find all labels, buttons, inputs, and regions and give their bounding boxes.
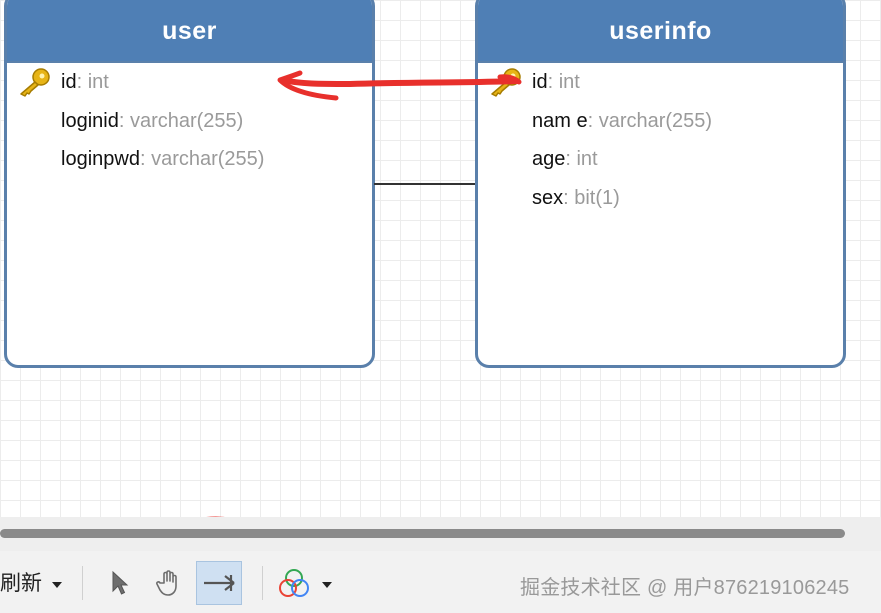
primary-key-icon [491,68,521,97]
field-name: loginid [61,109,119,132]
pointer-icon [112,570,129,595]
field-name: nam e [532,109,588,132]
toolbar-separator [262,566,263,600]
field-name: loginpwd [61,148,140,170]
watermark: 掘金技术社区 @ 用户876219106245 [520,577,850,599]
refresh-button[interactable]: 刷新 [0,572,42,595]
field-row[interactable]: sex: bit(1) [478,179,843,218]
field-name: sex [532,186,564,209]
field-type: : int [565,148,598,170]
venn-tool-button[interactable] [272,561,316,605]
field-name: id [532,71,548,93]
field-type: : varchar(255) [139,148,265,170]
field-type: : varchar(255) [118,109,244,132]
toolbar-separator [82,566,83,600]
entity-title: userinfo [478,0,843,63]
field-row[interactable]: id: int [7,63,372,102]
field-type: : bit(1) [563,186,620,209]
relation-line[interactable] [374,183,475,185]
field-row[interactable]: loginpwd: varchar(255) [7,140,372,179]
entity-userinfo[interactable]: userinfo id: int nam e: varchar(255) age… [475,0,846,368]
primary-key-icon [20,68,50,97]
field-name: age [532,148,566,170]
field-row[interactable]: nam e: varchar(255) [478,102,843,141]
venn-circles-icon [279,569,309,597]
field-type: : int [547,71,580,93]
field-name: id [61,71,77,93]
entity-user[interactable]: user id: int loginid: varchar(255) login… [4,0,375,368]
diagram-canvas[interactable]: user id: int loginid: varchar(255) login… [0,0,881,517]
relation-connector-icon [204,575,235,591]
venn-dropdown-chevron-icon[interactable] [322,582,332,588]
relation-tool-button[interactable] [196,561,242,605]
field-type: : int [76,71,109,93]
field-row[interactable]: loginid: varchar(255) [7,102,372,141]
field-row[interactable]: id: int [478,63,843,102]
entity-title: user [7,0,372,63]
scrollbar-thumb[interactable] [0,529,845,538]
bottom-toolbar [0,551,881,613]
hand-tool-button[interactable] [146,561,190,605]
field-type: : varchar(255) [587,109,713,132]
field-row[interactable]: age: int [478,140,843,179]
pointer-tool-button[interactable] [98,561,142,605]
hand-icon [156,570,177,596]
refresh-dropdown-chevron-icon[interactable] [52,582,62,588]
